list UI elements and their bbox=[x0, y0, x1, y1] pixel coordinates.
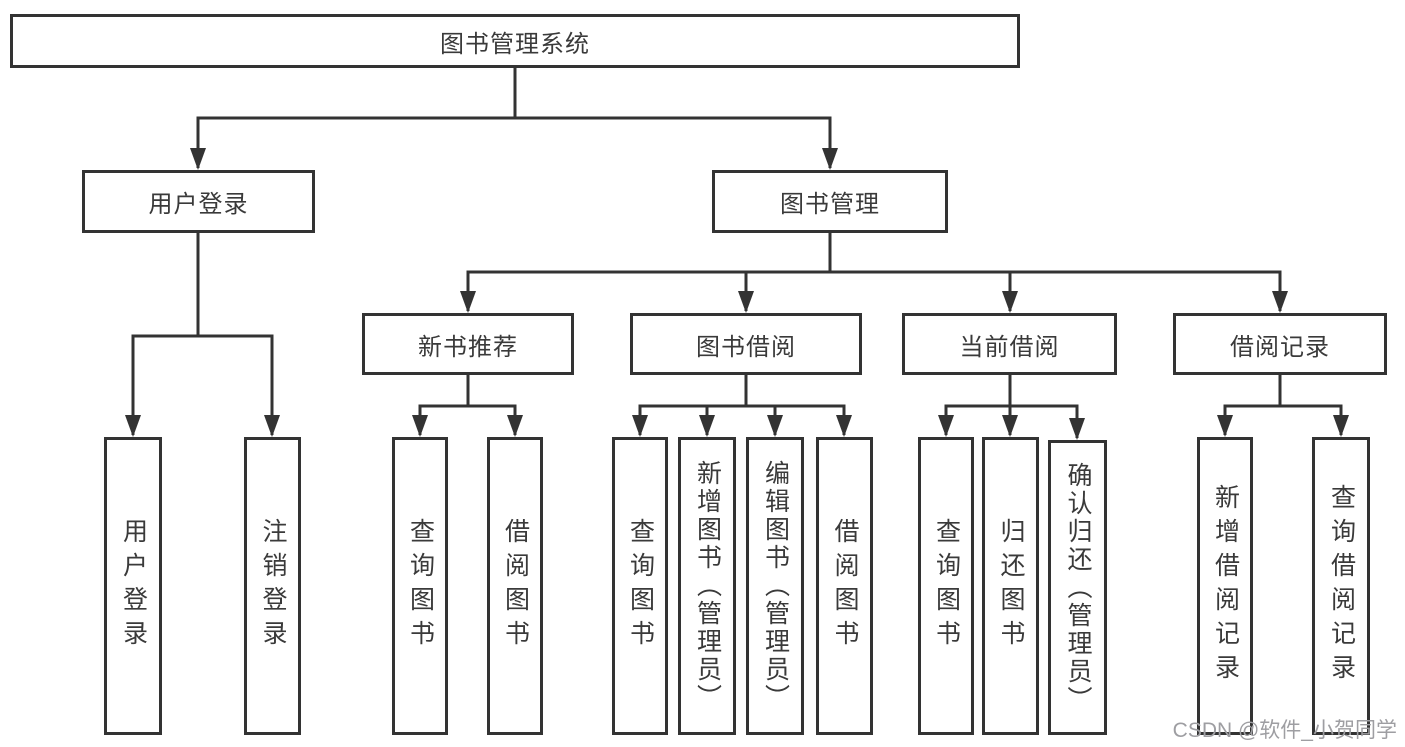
leaf-logout-label: 注销登录 bbox=[259, 518, 287, 654]
node-book-management-label: 图书管理 bbox=[780, 191, 880, 218]
connector-book-borrow-to-leaves bbox=[632, 375, 852, 437]
leaf-query-book-2-label: 查询图书 bbox=[626, 518, 655, 654]
connector-user-login-to-leaves bbox=[125, 233, 280, 437]
leaf-query-borrow-record: 查询借阅记录 bbox=[1312, 437, 1370, 735]
leaf-query-borrow-record-label: 查询借阅记录 bbox=[1327, 484, 1356, 688]
node-user-login-label: 用户登录 bbox=[148, 191, 249, 218]
leaf-edit-book-admin-label: 编辑图书（管理员） bbox=[761, 460, 790, 712]
leaf-return-book: 归还图书 bbox=[982, 437, 1039, 735]
node-book-borrowing: 图书借阅 bbox=[630, 313, 862, 375]
leaf-return-book-label: 归还图书 bbox=[997, 518, 1025, 654]
connector-book-mgmt-to-level3 bbox=[460, 233, 1288, 313]
node-new-book-recommendation-label: 新书推荐 bbox=[418, 333, 518, 361]
node-library-management-system: 图书管理系统 bbox=[10, 14, 1020, 68]
leaf-query-book-3-label: 查询图书 bbox=[932, 518, 961, 654]
leaf-confirm-return-admin: 确认归还（管理员） bbox=[1048, 440, 1107, 735]
leaf-confirm-return-admin-label: 确认归还（管理员） bbox=[1064, 461, 1092, 714]
leaf-add-borrow-record-label: 新增借阅记录 bbox=[1211, 484, 1240, 688]
leaf-borrow-book-1-label: 借阅图书 bbox=[501, 518, 530, 654]
leaf-logout: 注销登录 bbox=[244, 437, 301, 735]
connector-current-borrow-to-leaves bbox=[938, 375, 1085, 440]
node-new-book-recommendation: 新书推荐 bbox=[362, 313, 574, 375]
connector-root-to-level2 bbox=[190, 68, 838, 170]
leaf-query-book-1-label: 查询图书 bbox=[406, 518, 435, 654]
node-book-borrowing-label: 图书借阅 bbox=[696, 333, 796, 361]
node-current-borrowing-label: 当前借阅 bbox=[959, 333, 1060, 361]
leaf-add-book-admin-label: 新增图书（管理员） bbox=[693, 460, 722, 712]
connector-borrow-record-to-leaves bbox=[1217, 375, 1349, 437]
node-borrowing-records: 借阅记录 bbox=[1173, 313, 1387, 375]
node-library-management-system-label: 图书管理系统 bbox=[440, 30, 590, 58]
node-current-borrowing: 当前借阅 bbox=[902, 313, 1117, 375]
csdn-watermark: CSDN @软件_小贺同学 bbox=[1172, 719, 1397, 742]
leaf-borrow-book-2: 借阅图书 bbox=[816, 437, 873, 735]
leaf-user-login: 用户登录 bbox=[104, 437, 162, 735]
connector-new-book-to-leaves bbox=[412, 375, 523, 437]
leaf-borrow-book-1: 借阅图书 bbox=[487, 437, 543, 735]
node-user-login: 用户登录 bbox=[82, 170, 315, 233]
leaf-add-book-admin: 新增图书（管理员） bbox=[678, 437, 736, 735]
leaf-add-borrow-record: 新增借阅记录 bbox=[1197, 437, 1253, 735]
leaf-edit-book-admin: 编辑图书（管理员） bbox=[746, 437, 804, 735]
node-book-management: 图书管理 bbox=[712, 170, 948, 233]
node-borrowing-records-label: 借阅记录 bbox=[1230, 333, 1330, 361]
leaf-borrow-book-2-label: 借阅图书 bbox=[831, 518, 859, 654]
leaf-query-book-1: 查询图书 bbox=[392, 437, 448, 735]
leaf-query-book-3: 查询图书 bbox=[918, 437, 974, 735]
leaf-query-book-2: 查询图书 bbox=[612, 437, 668, 735]
leaf-user-login-label: 用户登录 bbox=[119, 518, 148, 654]
